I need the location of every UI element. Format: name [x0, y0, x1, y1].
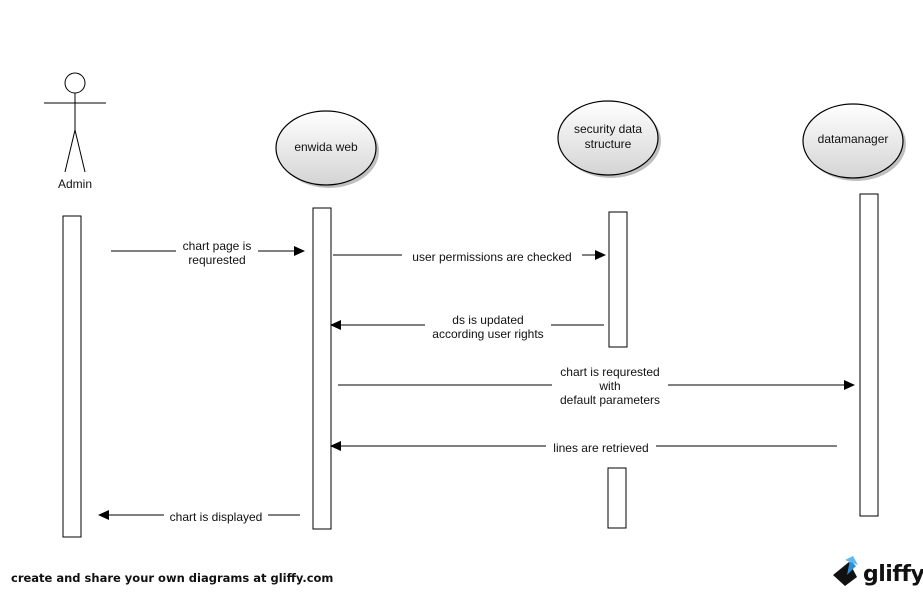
admin-label: Admin: [57, 177, 92, 191]
message-label-6: chart is displayed: [164, 509, 268, 525]
enwida-web-activation-bar: [312, 207, 332, 530]
message-label-2: user permissions are checked: [402, 249, 582, 265]
admin-actor-icon: [44, 72, 106, 173]
enwida-web-node: [275, 110, 379, 188]
gliffy-brand-name[interactable]: gliffy: [863, 562, 923, 587]
datamanager-activation-bar: [859, 193, 879, 517]
datamanager-label: datamanager: [817, 132, 889, 146]
security-ds-activation-bar: [608, 211, 628, 348]
security-ds-label: security data structure: [573, 122, 643, 151]
admin-activation-bar: [62, 215, 82, 538]
message-label-1: chart page is requrested: [176, 238, 258, 268]
security-ds-activation-bar-2: [607, 467, 627, 529]
message-label-4: chart is requrested with default paramet…: [552, 364, 668, 408]
gliffy-logo-icon: [833, 556, 858, 586]
message-label-3: ds is updated according user rights: [425, 312, 551, 342]
enwida-web-label: enwida web: [294, 140, 358, 154]
security-data-structure-node: [557, 100, 661, 178]
footer-text[interactable]: create and share your own diagrams at gl…: [11, 571, 334, 585]
datamanager-node: [802, 103, 906, 181]
message-label-5: lines are retrieved: [546, 440, 656, 456]
